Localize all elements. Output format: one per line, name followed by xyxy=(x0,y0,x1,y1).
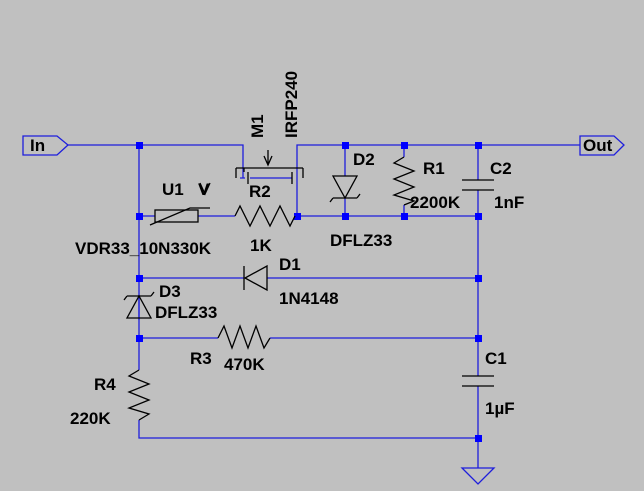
junction xyxy=(475,275,482,282)
resistor-r2[interactable] xyxy=(234,204,296,228)
junction xyxy=(475,335,482,342)
resistor-r4[interactable] xyxy=(127,369,151,421)
wire-r2-right xyxy=(295,178,298,217)
junction xyxy=(475,435,482,442)
r2-ref: R2 xyxy=(249,182,271,201)
labels: M1 IRFP240 U1 V VDR33_10N330K R2 1K D2 D… xyxy=(70,71,524,428)
diode-d1[interactable] xyxy=(243,264,268,292)
u1-marker: V xyxy=(198,180,210,199)
resistor-r1[interactable] xyxy=(392,156,416,206)
resistor-r3[interactable] xyxy=(217,324,271,350)
junction xyxy=(475,142,482,149)
output-port-label: Out xyxy=(583,136,613,155)
varistor-u1[interactable] xyxy=(149,182,211,226)
mosfet-body xyxy=(236,150,303,184)
junction xyxy=(475,213,482,220)
junction xyxy=(136,335,143,342)
junctions xyxy=(136,142,482,442)
r3-value: 470K xyxy=(224,355,265,374)
junction xyxy=(401,142,408,149)
junction xyxy=(136,142,143,149)
d3-ref: D3 xyxy=(159,282,181,301)
junction xyxy=(136,213,143,220)
varistor-body xyxy=(154,209,199,223)
c2-ref: C2 xyxy=(490,159,512,178)
m1-value: IRFP240 xyxy=(282,71,301,138)
capacitor-c1[interactable] xyxy=(462,375,494,387)
zener-d2[interactable] xyxy=(329,175,361,203)
r4-value: 220K xyxy=(70,409,111,428)
output-port[interactable]: Out xyxy=(579,135,625,156)
input-port[interactable]: In xyxy=(22,135,69,156)
wire-input-rail xyxy=(68,144,244,178)
mosfet-m1[interactable] xyxy=(235,150,304,184)
c1-value: 1µF xyxy=(485,399,515,418)
varistor-marker-icon xyxy=(199,182,211,196)
r3-ref: R3 xyxy=(190,349,212,368)
junction xyxy=(136,275,143,282)
u1-value: VDR33_10N330K xyxy=(75,239,212,258)
u1-ref: U1 xyxy=(162,180,184,199)
junction xyxy=(342,213,349,220)
zener-d3[interactable] xyxy=(123,291,155,319)
c2-value: 1nF xyxy=(494,193,524,212)
d3-value: DFLZ33 xyxy=(155,303,217,322)
input-port-flag xyxy=(22,135,69,156)
d2-value: DFLZ33 xyxy=(330,231,392,250)
output-port-flag xyxy=(579,135,625,156)
junction xyxy=(294,213,301,220)
ground-icon xyxy=(460,467,496,485)
input-port-label: In xyxy=(30,136,45,155)
wire-output-rail xyxy=(296,144,580,178)
d2-ref: D2 xyxy=(353,150,375,169)
m1-ref: M1 xyxy=(248,114,267,138)
d1-ref: D1 xyxy=(279,255,301,274)
junction xyxy=(342,142,349,149)
r1-ref: R1 xyxy=(423,159,445,178)
capacitor-c2[interactable] xyxy=(462,179,494,191)
r4-ref: R4 xyxy=(94,375,116,394)
wire-r4 xyxy=(138,338,478,439)
r2-value: 1K xyxy=(250,236,272,255)
c1-ref: C1 xyxy=(485,349,507,368)
r1-value: 2200K xyxy=(410,193,461,212)
d1-value: 1N4148 xyxy=(279,289,339,308)
junction xyxy=(401,213,408,220)
